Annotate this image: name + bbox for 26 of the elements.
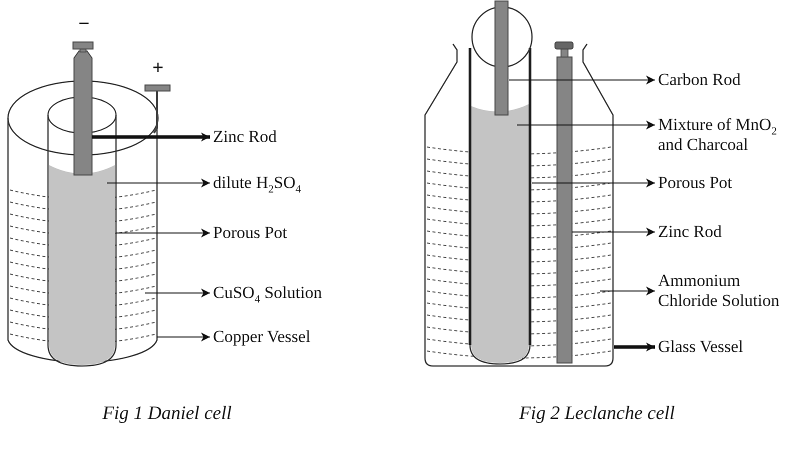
leader-line bbox=[572, 228, 655, 236]
part-label: Zinc Rod bbox=[213, 127, 277, 147]
part-label: Glass Vessel bbox=[658, 337, 744, 357]
leader-line bbox=[92, 132, 210, 142]
leader-line bbox=[532, 178, 655, 188]
leader-line bbox=[157, 332, 210, 342]
part-label: Carbon Rod bbox=[658, 70, 741, 90]
part-label: Ammonium Chloride Solution bbox=[658, 271, 788, 311]
part-label: Zinc Rod bbox=[658, 222, 722, 242]
leader-line bbox=[614, 342, 655, 352]
leader-line bbox=[116, 228, 210, 238]
plus-sign: + bbox=[152, 58, 164, 78]
leader-line bbox=[107, 178, 210, 188]
leader-line bbox=[517, 120, 655, 130]
part-label: Porous Pot bbox=[658, 173, 732, 193]
part-label: Mixture of MnO$_{2}$ and Charcoal bbox=[658, 115, 783, 155]
minus-sign: − bbox=[78, 14, 90, 34]
leader-line bbox=[600, 286, 655, 296]
part-label: Copper Vessel bbox=[213, 327, 310, 347]
part-label: CuSO$_{4}$ Solution bbox=[213, 283, 322, 303]
part-label: dilute H$_{2}$SO$_{4}$ bbox=[213, 173, 301, 193]
figure-caption: Fig 2 Leclanche cell bbox=[519, 403, 675, 425]
part-label: Porous Pot bbox=[213, 223, 288, 243]
leader-line bbox=[145, 288, 210, 298]
leader-line bbox=[509, 76, 655, 84]
figure-caption: Fig 1 Daniel cell bbox=[102, 403, 232, 425]
